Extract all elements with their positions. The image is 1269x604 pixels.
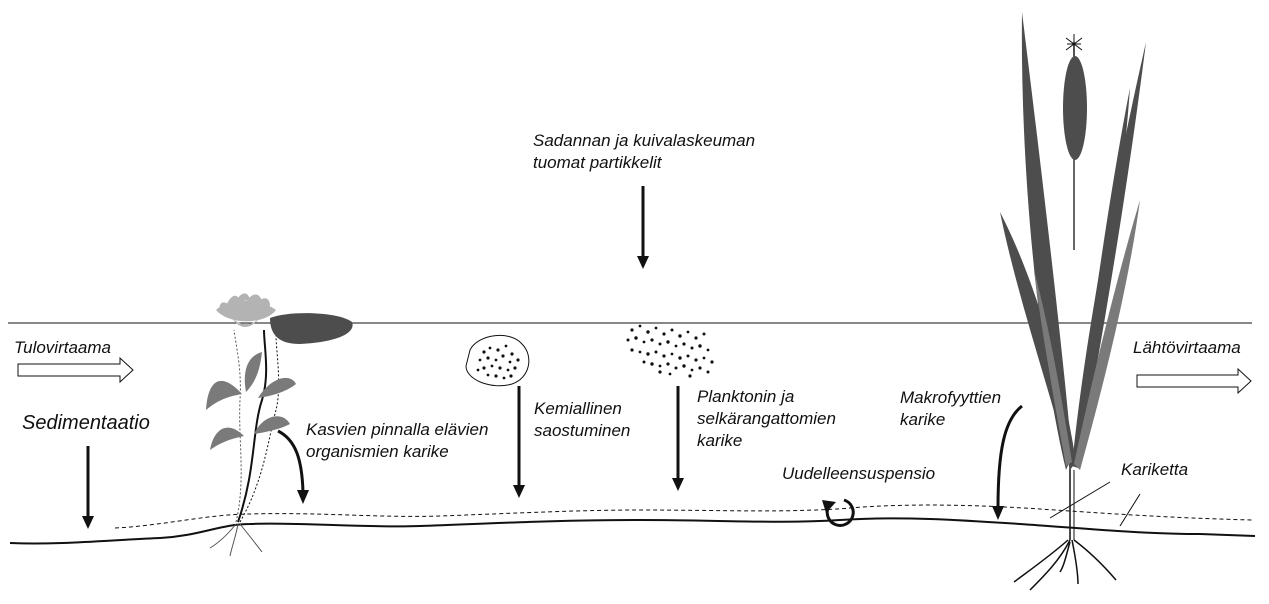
epiphyte-litter-arrow [278,431,309,504]
outflow-label: Lähtövirtaama [1133,337,1241,359]
epiphyte-litter-label: Kasvien pinnalla elävien organismien kar… [306,419,488,463]
bottom-sediment-line [10,518,1255,543]
submerged-leaf-4 [210,428,244,450]
cattail-tip [1066,34,1082,56]
plankton-litter-arrow [672,386,684,491]
outflow-arrow [1137,369,1251,393]
plankton-particles [627,325,714,378]
submerged-leaf-1 [206,381,242,410]
chemical-precipitation-arrow [513,386,525,498]
atmospheric-input-label: Sadannan ja kuivalaskeuman tuomat partik… [533,130,755,174]
cattail-seed-head [1063,56,1087,160]
sedimentation-arrow [82,446,94,529]
resuspension-label: Uudelleensuspensio [782,463,935,485]
floating-leaf [270,313,353,344]
cattail-plant [1000,12,1146,590]
sedimentation-label: Sedimentaatio [22,411,150,435]
macrophyte-litter-label: Makrofyyttien karike [900,387,1001,431]
submerged-leaf-2 [245,352,262,392]
litter-layer-label: Kariketta [1121,459,1188,481]
water-lily-stem-1 [234,330,241,522]
cattail-roots [1014,540,1116,590]
submerged-leaf-3 [258,378,296,398]
chemical-precipitation-label: Kemiallinen saostuminen [534,398,630,442]
chemical-precipitate-particle [466,335,529,385]
inflow-label: Tulovirtaama [14,337,111,359]
atmospheric-input-arrow [637,186,649,269]
submerged-leaf-5 [254,416,290,434]
plankton-litter-label: Planktonin ja selkärangattomien karike [697,386,836,452]
inflow-arrow [18,358,133,382]
litter-leader-line-2 [1120,494,1140,526]
water-lily-flower [216,293,276,327]
